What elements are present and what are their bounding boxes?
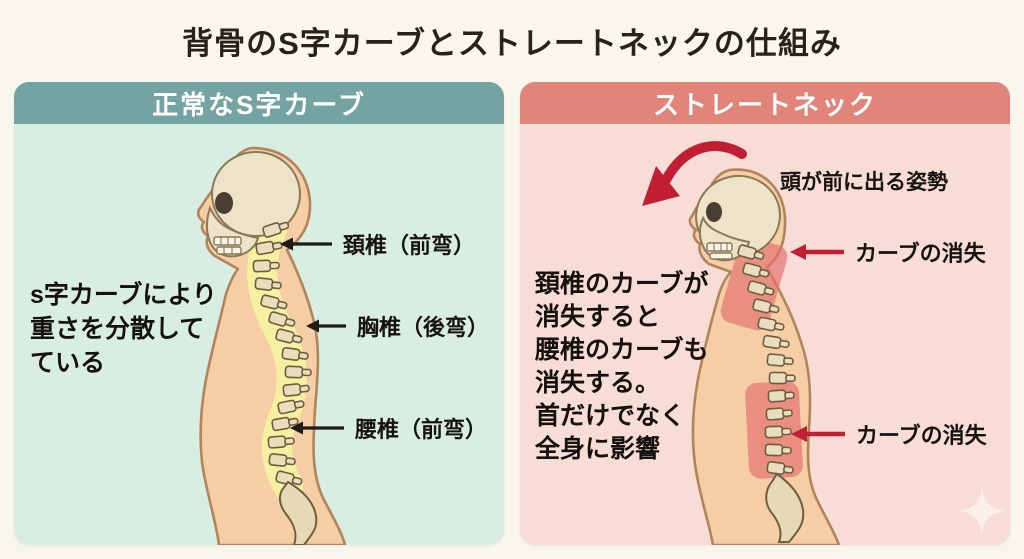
description-line: 重さを分散して [30, 315, 205, 343]
lumbar-label: 腰椎（前弯） [355, 417, 488, 442]
description-line: 全身に影響 [535, 435, 661, 463]
straightneck-description: 頚椎のカーブが 消失すると 腰椎のカーブも 消失する。 首だけでなく 全身に影響 [535, 268, 709, 466]
left-arrow-icon [280, 237, 332, 251]
curve-loss-lumbar-label: カーブの消失 [856, 423, 987, 448]
description-line: 腰椎のカーブも [535, 336, 709, 364]
page-title: 背骨のS字カーブとストレートネックの仕組み [182, 26, 842, 61]
cervical-label-row: 頚椎（前弯） [280, 228, 475, 260]
straight-neck-figure [688, 168, 841, 545]
posture-note: 頭が前に出る姿勢 [780, 171, 948, 194]
left-arrow-icon [306, 319, 346, 333]
lumbar-label-row: 腰椎（前弯） [290, 412, 487, 444]
description-line: s字カーブにより [30, 281, 217, 309]
straightneck-panel-header: ストレートネック [520, 82, 1010, 124]
description-line: 消失すると [535, 303, 661, 331]
description-line: ている [30, 349, 106, 377]
thoracic-label-row: 胸椎（後弯） [306, 310, 489, 342]
normal-panel-title: 正常なS字カーブ [152, 89, 366, 120]
sparkle-icon [959, 488, 1005, 534]
description-line: 頚椎のカーブが [535, 270, 709, 298]
normal-spine-figure [196, 146, 347, 545]
normal-panel-header: 正常なS字カーブ [14, 82, 504, 124]
straightneck-panel-title: ストレートネック [652, 89, 877, 120]
red-arrow-icon [790, 244, 844, 260]
red-arrow-icon [791, 426, 845, 442]
left-arrow-icon [290, 421, 344, 435]
straight-neck-panel: ストレートネック [520, 82, 1010, 545]
cervical-label: 頚椎（前弯） [343, 233, 476, 258]
curve-loss-lumbar-row: カーブの消失 [791, 418, 987, 450]
curved-arrow-icon [642, 141, 747, 206]
description-line: 消失する。 [535, 369, 661, 397]
curve-loss-neck-row: カーブの消失 [790, 236, 986, 268]
thoracic-label: 胸椎（後弯） [357, 315, 490, 340]
description-line: 首だけでなく [535, 402, 686, 430]
normal-spine-panel: 正常なS字カーブ [14, 82, 504, 545]
normal-description: s字カーブにより 重さを分散して ている [30, 278, 217, 380]
curve-loss-neck-label: カーブの消失 [855, 241, 986, 266]
